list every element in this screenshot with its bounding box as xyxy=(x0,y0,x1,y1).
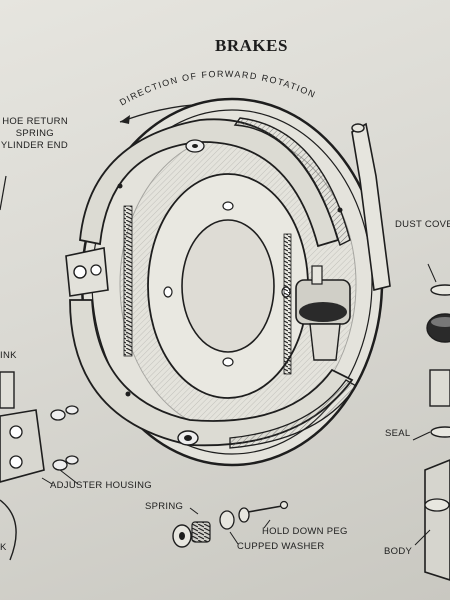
label-body: BODY xyxy=(384,546,413,557)
page-title: BRAKES xyxy=(215,36,288,55)
adjuster xyxy=(65,247,109,297)
hub-flange xyxy=(147,173,309,399)
label-shoe-return-spring-line2: SPRING xyxy=(15,128,54,139)
label-bottom-left-fragment: K xyxy=(0,542,7,553)
label-adjuster-housing: ADJUSTER HOUSING xyxy=(50,480,152,491)
upper-brake-shoe xyxy=(79,117,351,248)
label-dust-cover: DUST COVE xyxy=(395,219,450,230)
wheel-cylinder xyxy=(295,265,351,361)
return-spring-right xyxy=(283,233,292,375)
label-shoe-return-spring-line3: YLINDER END xyxy=(0,140,68,151)
lower-brake-shoe xyxy=(69,299,357,449)
label-cupped-washer: CUPPED WASHER xyxy=(237,541,325,552)
label-hold-down-peg: HOLD DOWN PEG xyxy=(262,526,348,537)
label-shoe-return-spring-line1: HOE RETURN xyxy=(2,116,68,127)
left-exploded-parts xyxy=(0,175,79,561)
return-spring-left xyxy=(123,205,133,357)
label-shoe-return-spring: HOE RETURN SPRING YLINDER END xyxy=(0,116,68,152)
label-link: INK xyxy=(0,350,17,361)
bottom-hardware xyxy=(172,500,289,548)
handbrake-lever xyxy=(351,122,391,291)
right-exploded-parts xyxy=(412,263,450,581)
label-spring: SPRING xyxy=(145,501,184,512)
label-seal: SEAL xyxy=(385,428,411,439)
